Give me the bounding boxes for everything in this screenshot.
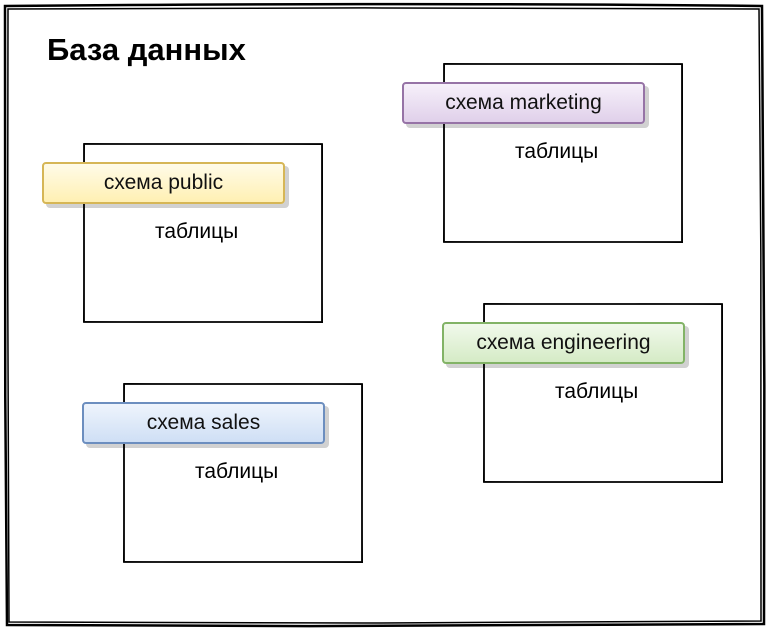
tables-label: таблицы	[515, 140, 599, 163]
schema-name-badge: схема public	[42, 162, 285, 204]
schema-box	[83, 143, 323, 323]
schema-box	[483, 303, 723, 483]
schema-box	[443, 63, 683, 243]
tables-label: таблицы	[555, 380, 639, 403]
schema-name-badge: схема engineering	[442, 322, 685, 364]
tables-label: таблицы	[155, 220, 239, 243]
schema-name-badge: схема sales	[82, 402, 325, 444]
schema-name-badge: схема marketing	[402, 82, 645, 124]
page-title: База данных	[47, 32, 246, 67]
tables-label: таблицы	[195, 460, 279, 483]
schema-box	[123, 383, 363, 563]
